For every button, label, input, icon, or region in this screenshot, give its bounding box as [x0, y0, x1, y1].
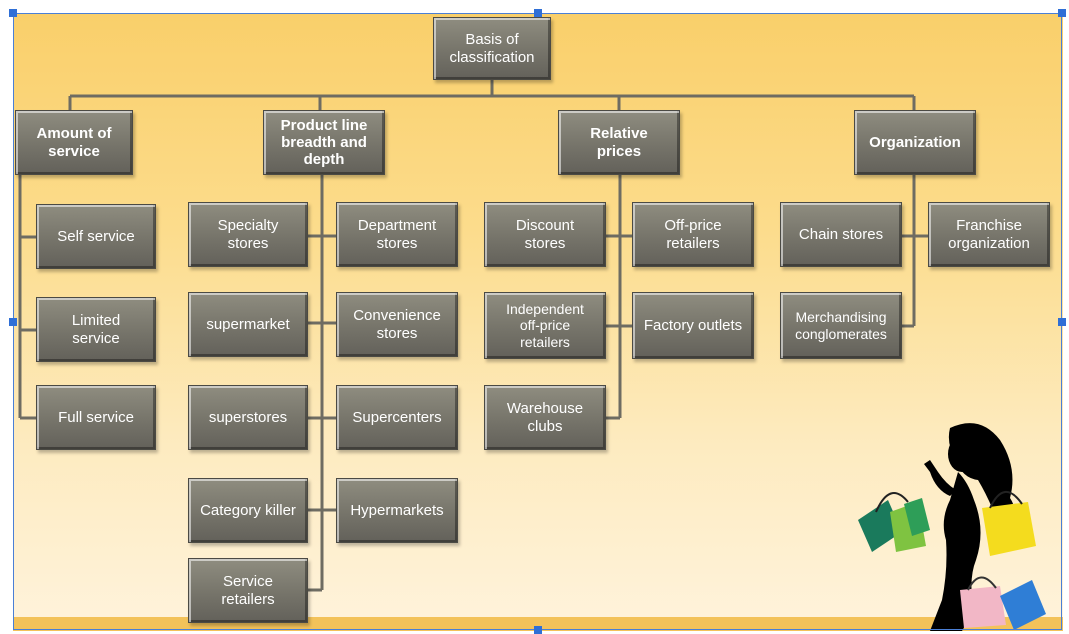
- resize-handle-top-left[interactable]: [9, 9, 17, 17]
- node-label: Service retailers: [221, 573, 275, 608]
- node-chain-stores: Chain stores: [780, 202, 902, 267]
- resize-handle-top-center[interactable]: [534, 9, 542, 17]
- node-supercenters: Supercenters: [336, 385, 458, 450]
- category-label: Product line breadth and depth: [280, 116, 368, 169]
- root-node: Basis of classification: [433, 17, 551, 80]
- category-product-line: Product line breadth and depth: [263, 110, 385, 175]
- node-label: Chain stores: [798, 225, 884, 243]
- category-label: Organization: [869, 133, 961, 151]
- node-label: Specialty stores: [217, 217, 279, 252]
- shopper-silhouette-image: [858, 423, 1046, 631]
- node-label: Independent off-price retailers: [506, 301, 584, 350]
- node-self-service: Self service: [36, 204, 156, 269]
- node-factory-outlets: Factory outlets: [632, 292, 754, 359]
- node-department-stores: Department stores: [336, 202, 458, 267]
- node-service-retailers: Service retailers: [188, 558, 308, 623]
- node-label: supermarket: [206, 315, 290, 333]
- resize-handle-bottom-center[interactable]: [534, 626, 542, 634]
- resize-handle-middle-left[interactable]: [9, 318, 17, 326]
- node-label: Self service: [57, 227, 135, 245]
- node-label: superstores: [208, 408, 288, 426]
- node-limited-service: Limited service: [36, 297, 156, 362]
- node-independent-off-price-retailers: Independent off-price retailers: [484, 292, 606, 359]
- node-label: Full service: [58, 408, 134, 426]
- node-convenience-stores: Convenience stores: [336, 292, 458, 357]
- node-label: Limited service: [71, 312, 121, 347]
- node-label: Factory outlets: [643, 316, 743, 334]
- resize-handle-top-right[interactable]: [1058, 9, 1066, 17]
- node-label: Franchise organization: [948, 217, 1030, 252]
- node-label: Convenience stores: [353, 307, 441, 342]
- node-merchandising-conglomerates: Merchandising conglomerates: [780, 292, 902, 359]
- node-franchise-organization: Franchise organization: [928, 202, 1050, 267]
- node-category-killer: Category killer: [188, 478, 308, 543]
- category-label: Amount of service: [36, 125, 112, 160]
- root-label: Basis of classification: [449, 31, 535, 66]
- node-supermarket: supermarket: [188, 292, 308, 357]
- node-discount-stores: Discount stores: [484, 202, 606, 267]
- node-label: Category killer: [200, 501, 296, 519]
- node-label: Warehouse clubs: [506, 400, 584, 435]
- category-amount-of-service: Amount of service: [15, 110, 133, 175]
- node-label: Hypermarkets: [350, 501, 444, 519]
- node-label: Merchandising conglomerates: [795, 309, 887, 342]
- resize-handle-middle-right[interactable]: [1058, 318, 1066, 326]
- node-label: Supercenters: [352, 408, 442, 426]
- node-full-service: Full service: [36, 385, 156, 450]
- node-superstores: superstores: [188, 385, 308, 450]
- node-label: Discount stores: [515, 217, 575, 252]
- node-hypermarkets: Hypermarkets: [336, 478, 458, 543]
- node-off-price-retailers: Off-price retailers: [632, 202, 754, 267]
- category-label: Relative prices: [590, 125, 648, 160]
- node-specialty-stores: Specialty stores: [188, 202, 308, 267]
- category-organization: Organization: [854, 110, 976, 175]
- category-relative-prices: Relative prices: [558, 110, 680, 175]
- node-label: Off-price retailers: [664, 217, 722, 252]
- node-label: Department stores: [357, 217, 437, 252]
- node-warehouse-clubs: Warehouse clubs: [484, 385, 606, 450]
